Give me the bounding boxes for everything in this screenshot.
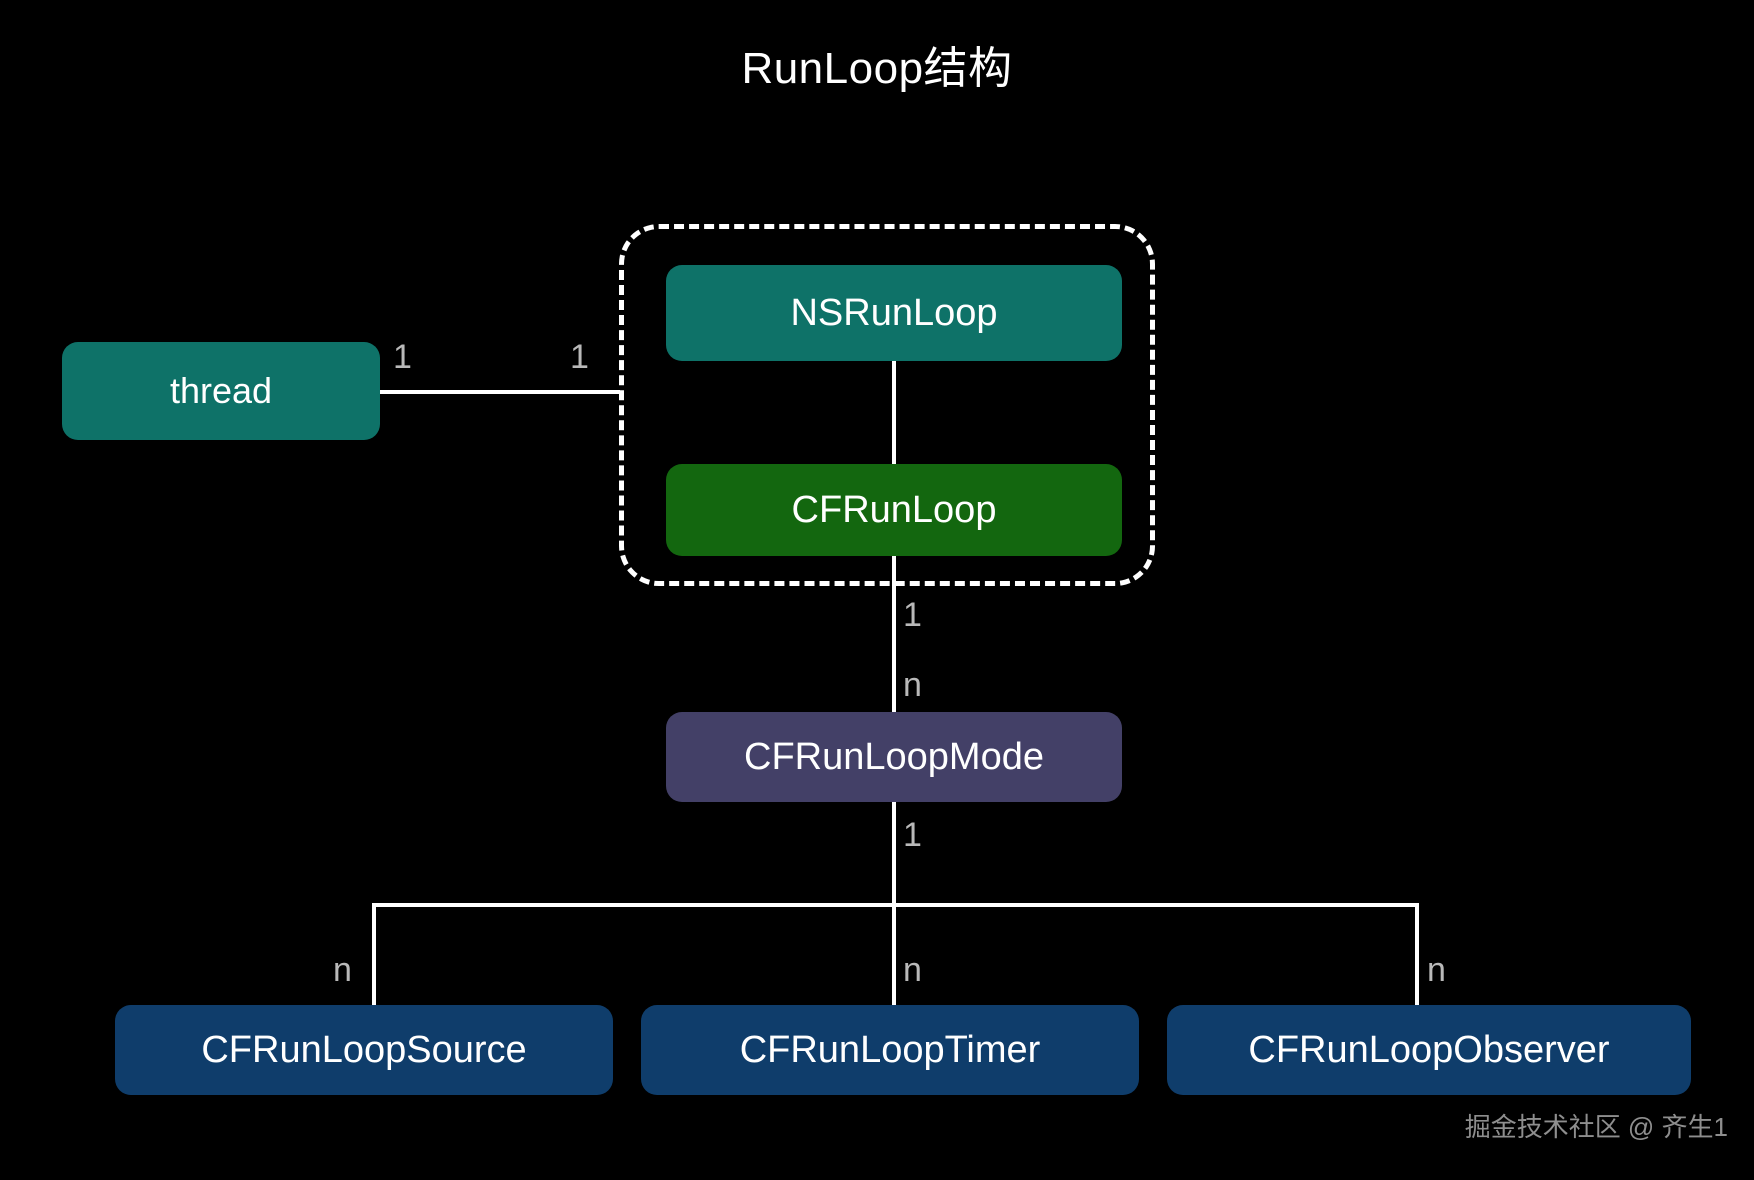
connector-mode-to-branch [892, 801, 896, 905]
cardinality-mode-to-source: n [333, 951, 352, 989]
connector-thread-to-runloop [380, 390, 620, 394]
watermark: 掘金技术社区 @ 齐生1 [1464, 1112, 1728, 1142]
connector-branch-to-observer [1415, 903, 1419, 1007]
node-nsrunloop[interactable]: NSRunLoop [666, 265, 1122, 361]
node-cfrunlooptimer[interactable]: CFRunLoopTimer [641, 1005, 1139, 1095]
node-cfrunloopobserver[interactable]: CFRunLoopObserver [1167, 1005, 1691, 1095]
cardinality-mode-to-timer: n [903, 951, 922, 989]
runloop-group-container [619, 224, 1155, 586]
cardinality-cfrunloop-to-mode: 1 [903, 596, 922, 634]
cardinality-mode-multiplicity: n [903, 666, 922, 704]
node-thread[interactable]: thread [62, 342, 380, 440]
connector-branch-to-timer [892, 903, 896, 1007]
cardinality-runloop-side: 1 [570, 338, 589, 376]
connector-branch-to-source [372, 903, 376, 1007]
node-cfrunloop[interactable]: CFRunLoop [666, 464, 1122, 556]
cardinality-mode-to-children: 1 [903, 816, 922, 854]
page-title: RunLoop结构 [741, 44, 1013, 93]
connector-cfrunloop-to-mode [892, 554, 896, 714]
connector-nsrunloop-to-cfrunloop [892, 360, 896, 466]
cardinality-mode-to-observer: n [1427, 951, 1446, 989]
node-cfrunloopsource[interactable]: CFRunLoopSource [115, 1005, 613, 1095]
cardinality-thread-side: 1 [393, 338, 412, 376]
node-cfrunloopmode[interactable]: CFRunLoopMode [666, 712, 1122, 802]
